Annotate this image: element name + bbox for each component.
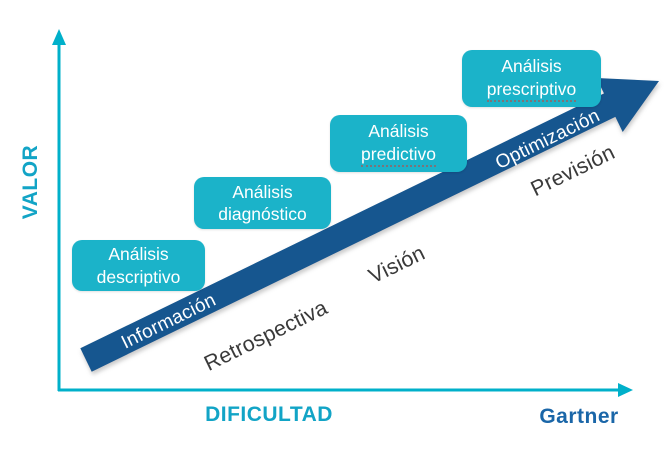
box-line1: Análisis: [232, 181, 293, 202]
box-analisis-diagnostico: Análisis diagnóstico: [194, 177, 331, 229]
box-analisis-predictivo: Análisis predictivo: [330, 115, 467, 172]
box-analisis-prescriptivo: Análisis prescriptivo: [462, 50, 601, 107]
arrowhead-icon: [596, 78, 659, 132]
x-axis-label: DIFICULTAD: [205, 403, 333, 426]
box-line2: descriptivo: [96, 266, 181, 287]
box-line1: Análisis: [501, 56, 562, 77]
x-axis: [58, 383, 633, 397]
box-line2: prescriptivo: [486, 78, 577, 102]
box-line1: Análisis: [368, 121, 429, 142]
y-axis: [52, 29, 66, 391]
box-line2: predictivo: [361, 143, 436, 167]
y-axis-label: VALOR: [19, 144, 42, 220]
y-axis-arrowhead-icon: [52, 29, 66, 45]
x-axis-arrowhead-icon: [618, 383, 633, 397]
source-attribution: Gartner: [539, 405, 619, 428]
box-line1: Análisis: [108, 244, 169, 265]
box-line2: diagnóstico: [218, 204, 307, 224]
box-analisis-descriptivo: Análisis descriptivo: [72, 240, 205, 291]
